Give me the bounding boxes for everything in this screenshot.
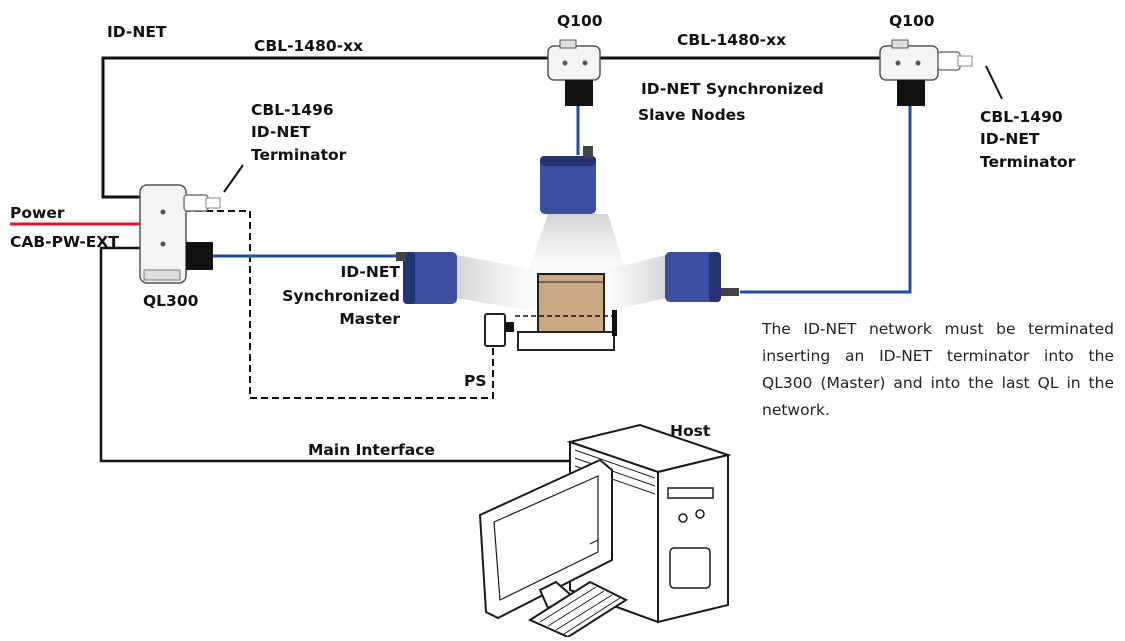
cab-pw-ext-label: CAB-PW-EXT (10, 233, 119, 251)
main-interface-label: Main Interface (308, 441, 435, 459)
cbl1490-label-2: ID-NET (980, 130, 1040, 148)
right-scan-beam (604, 255, 666, 312)
master-label-1: ID-NET (340, 263, 401, 281)
top-scan-beam (528, 214, 626, 272)
ps-dashed-cable (184, 210, 494, 399)
cbl1496-label-3: Terminator (251, 146, 347, 164)
conveyor-with-box (515, 273, 617, 351)
q100-left-device (547, 39, 601, 106)
main-interface-cable (99, 246, 570, 463)
slave-nodes-label-1: ID-NET Synchronized (641, 80, 824, 98)
master-label-2: Synchronized (282, 287, 400, 305)
cbl1490-label-1: CBL-1490 (980, 108, 1063, 126)
slave-nodes-label-2: Slave Nodes (638, 106, 746, 124)
cbl1490-pointer (985, 65, 1003, 100)
termination-note: The ID-NET network must be terminated in… (762, 320, 1114, 419)
id-net-label: ID-NET (107, 23, 167, 41)
id-net-cable (101, 56, 896, 199)
right-reader (665, 252, 739, 302)
ql300-label: QL300 (143, 292, 199, 310)
power-label: Power (10, 204, 65, 222)
ql300-device (139, 184, 221, 284)
host-label: Host (670, 422, 711, 440)
top-reader (540, 146, 596, 214)
cbl1496-label-1: CBL-1496 (251, 101, 334, 119)
master-label-3: Master (339, 310, 400, 328)
q100-right-label: Q100 (889, 12, 935, 30)
q100-right-device (879, 39, 973, 106)
keyboard-keys (539, 586, 621, 635)
cbl1496-label-2: ID-NET (251, 123, 311, 141)
master-reader (396, 252, 457, 304)
cbl1490-label-3: Terminator (980, 153, 1076, 171)
ps-label: PS (464, 372, 487, 390)
left-scan-beam (456, 255, 538, 312)
q100-left-label: Q100 (557, 12, 603, 30)
photocell (484, 313, 514, 347)
blue-cables (213, 104, 912, 294)
host-computer (478, 423, 732, 639)
cbl1480-right-label: CBL-1480-xx (677, 31, 787, 49)
cbl1496-pointer (223, 164, 244, 193)
cbl1480-left-label: CBL-1480-xx (254, 37, 364, 55)
